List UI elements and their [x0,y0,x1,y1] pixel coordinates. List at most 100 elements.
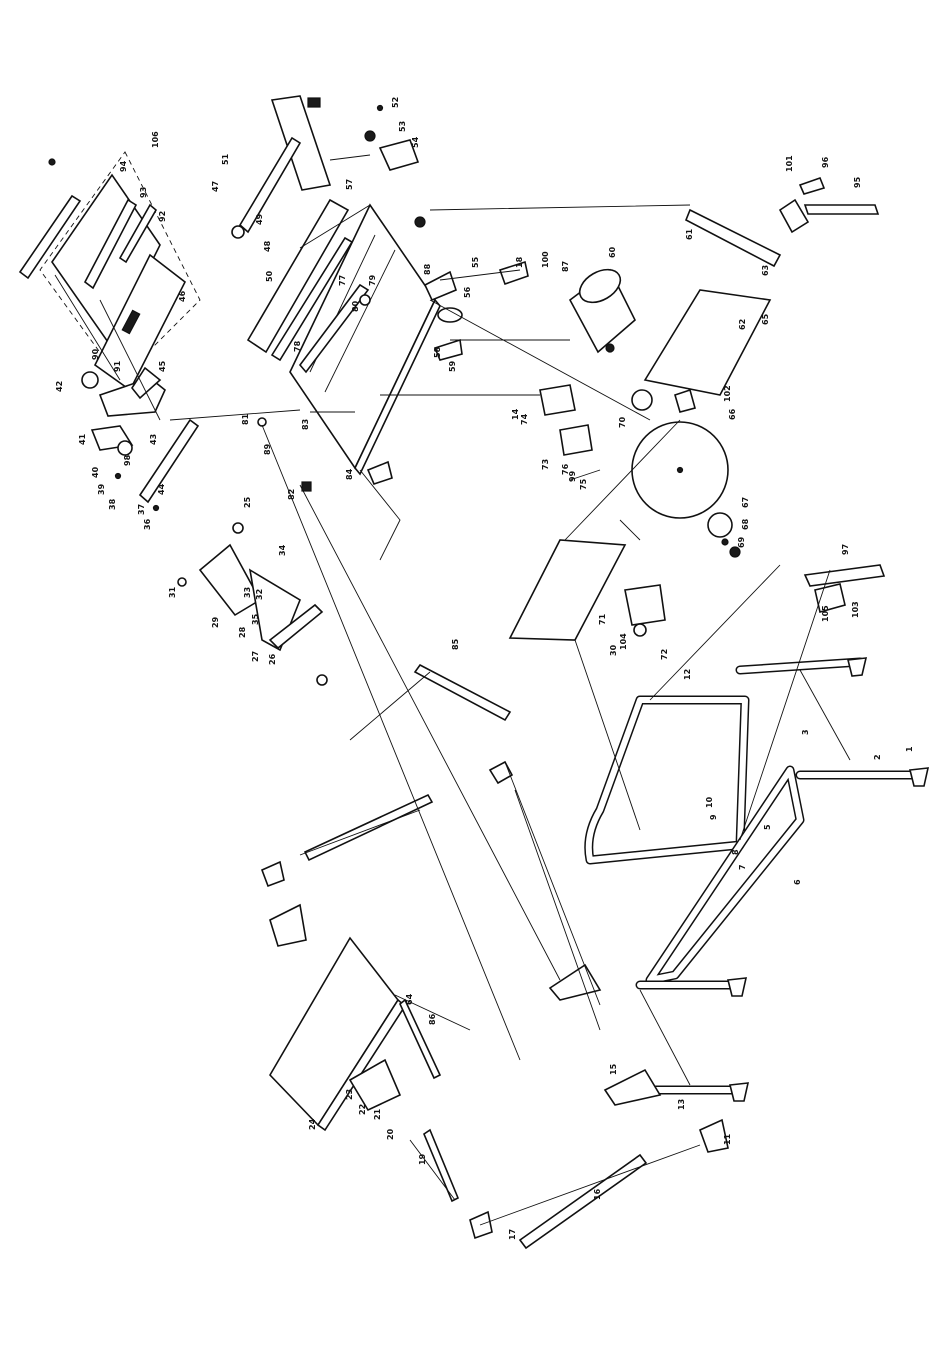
label-16: 16 [593,1188,602,1200]
label-99: 99 [568,470,577,482]
bracket-73 [559,424,593,456]
label-101: 101 [785,155,794,172]
label-23: 23 [345,1089,354,1100]
screw-52 [376,104,384,112]
label-26: 26 [268,653,277,665]
table-bracket [366,460,393,485]
blade-guard-assembly [18,151,201,417]
leader-set-5 [409,564,831,1226]
label-32: 32 [255,589,264,600]
label-7: 7 [738,864,747,870]
label-28: 28 [238,626,247,638]
label-74: 74 [520,413,529,425]
label-59: 59 [448,360,457,372]
label-24: 24 [308,1118,317,1130]
label-83: 83 [301,419,310,430]
label-11: 11 [723,1133,732,1145]
label-48: 48 [263,240,272,252]
handwheel-assembly [803,564,886,613]
label-98: 98 [123,454,132,466]
stand-crossbar-top-inner [737,659,863,673]
motor-assembly [568,268,653,411]
label-35: 35 [251,613,260,625]
bracket-55 [423,270,457,302]
label-5: 5 [763,824,772,830]
table-top-assembly [257,203,441,492]
fence-knob [231,225,245,239]
label-46: 46 [178,290,187,302]
label-18: 18 [515,256,524,268]
label-54: 54 [411,136,420,148]
label-13: 13 [677,1099,686,1110]
front-rail-85 [413,663,512,722]
label-41: 41 [78,433,87,445]
label-22: 22 [358,1104,367,1115]
handwheel-arm-95 [803,204,880,215]
leader-set-1 [299,154,691,413]
label-87: 87 [561,261,570,272]
miter-pointer [177,577,187,587]
label-106: 106 [151,131,160,148]
label-31: 31 [168,586,177,598]
bracket-screw [114,472,122,480]
fence-end-cap [307,97,321,108]
trunnion-frame [643,176,880,413]
rod-clamp [488,760,514,785]
label-17: 17 [508,1229,517,1240]
dust-chute-panel [508,539,627,641]
extension-table [269,903,442,1132]
label-25: 25 [243,496,252,508]
nut-53b [414,216,426,228]
label-56: 56 [463,286,472,298]
label-96: 96 [821,156,830,168]
dust-chute-assembly [508,539,666,641]
label-8: 8 [731,849,740,855]
handwheel-hub-105 [814,583,846,613]
dust-port-ring [633,623,647,637]
miter-slot-right [324,249,396,393]
label-103: 103 [851,601,860,618]
label-60: 60 [608,246,617,258]
label-63: 63 [761,265,770,276]
label-82: 82 [287,489,296,500]
label-61: 61 [685,228,694,240]
spreader-bar [18,194,82,280]
label-3: 3 [801,729,810,735]
label-15: 15 [609,1063,618,1075]
stand-loop-upper-inner [585,697,748,863]
anti-kickback-pawl [131,366,162,400]
label-85: 85 [451,638,460,650]
label-1: 1 [905,746,914,752]
label-62: 62 [738,319,747,330]
miter-gauge-assembly [177,522,328,686]
mount-brackets [539,384,593,456]
label-6: 6 [793,879,802,885]
trunnion-bar-61 [684,208,782,268]
label-86: 86 [428,1013,437,1025]
label-94: 94 [119,160,128,172]
handle-96 [798,176,826,195]
label-78: 78 [293,340,302,352]
label-27: 27 [251,651,260,662]
fence-front-rail [270,95,332,191]
label-29: 29 [211,616,220,628]
bracket-74 [539,384,576,416]
foot-3 [727,977,748,997]
guard-screw [48,158,56,166]
table-nut [301,481,312,492]
throat-plate [298,283,370,374]
leader-lines [54,154,831,1226]
bracket-58 [433,338,463,361]
label-92: 92 [158,211,167,222]
miter-knob [232,522,244,534]
stand-brackets [548,963,729,1153]
label-33: 33 [243,587,252,598]
label-68: 68 [741,518,750,530]
label-40: 40 [91,466,100,478]
label-30: 30 [609,644,618,656]
table-knob [359,294,371,306]
leader-set-2 [261,299,651,1061]
label-43: 43 [149,434,158,445]
nut-69 [729,546,741,558]
label-100: 100 [541,251,550,268]
